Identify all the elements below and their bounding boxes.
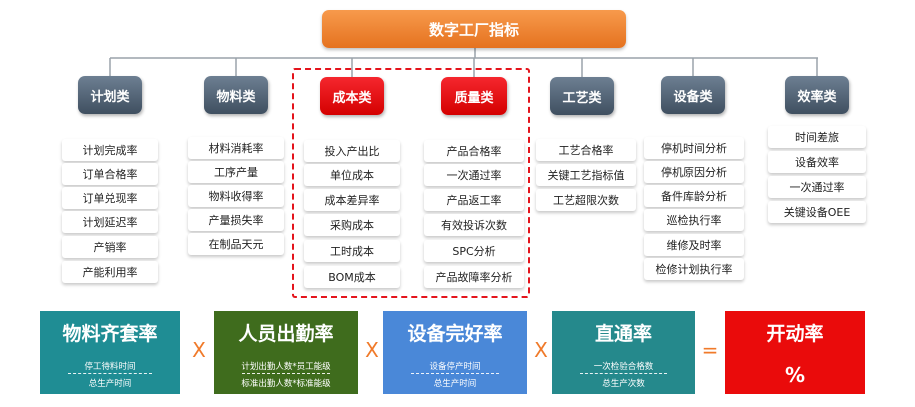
kpi-numerator: 计划出勤人数*员工能级: [241, 362, 331, 372]
equipment-item: 巡检执行率: [644, 209, 744, 231]
equals-operator: =: [701, 338, 719, 362]
process-item: 工艺超限次数: [536, 189, 636, 211]
material-item: 产量损失率: [188, 209, 284, 231]
efficiency-item: 设备效率: [768, 151, 866, 173]
cost-item: 单位成本: [304, 164, 400, 186]
planning-item: 计划延迟率: [62, 211, 158, 233]
cost-item: 投入产出比: [304, 140, 400, 162]
kpi-first-pass-yield: 直通率 一次检验合格数 总生产次数: [552, 311, 695, 394]
category-material: 物料类: [204, 76, 268, 114]
multiply-operator: X: [534, 338, 548, 362]
planning-item: 产能利用率: [62, 261, 158, 283]
material-item: 在制品天元: [188, 233, 284, 255]
digital-factory-title: 数字工厂指标: [322, 10, 626, 48]
cost-item: 工时成本: [304, 240, 400, 262]
cost-item: 采购成本: [304, 214, 400, 236]
fraction-line: [68, 373, 152, 374]
planning-item: 计划完成率: [62, 139, 158, 161]
process-item: 工艺合格率: [536, 139, 636, 161]
cost-item: 成本差异率: [304, 189, 400, 211]
category-quality: 质量类: [441, 77, 507, 115]
fraction-line: [242, 373, 330, 374]
planning-item: 订单合格率: [62, 163, 158, 185]
kpi-denominator: 总生产次数: [602, 379, 645, 389]
equipment-item: 维修及时率: [644, 234, 744, 256]
kpi-title: 人员出勤率: [238, 323, 334, 345]
cost-quality-highlight-frame: [292, 68, 530, 298]
quality-item: 有效投诉次数: [424, 214, 524, 236]
category-equipment: 设备类: [661, 76, 725, 114]
material-item: 物料收得率: [188, 185, 284, 207]
kpi-title: 物料齐套率: [62, 323, 158, 345]
process-item: 关键工艺指标值: [536, 164, 636, 186]
kpi-numerator: 停工待料时间: [84, 362, 136, 372]
category-process: 工艺类: [550, 77, 614, 115]
efficiency-item: 一次通过率: [768, 176, 866, 198]
category-efficiency: 效率类: [785, 76, 849, 114]
material-item: 工序产量: [188, 161, 284, 183]
efficiency-item: 关键设备OEE: [768, 201, 866, 223]
planning-item: 订单兑现率: [62, 187, 158, 209]
kpi-numerator: 设备停产时间: [429, 362, 481, 372]
kpi-operating-rate-result: 开动率 %: [725, 311, 865, 394]
kpi-equipment-intact-rate: 设备完好率 设备停产时间 总生产时间: [383, 311, 527, 394]
kpi-attendance-rate: 人员出勤率 计划出勤人数*员工能级 标准出勤人数*标准能级: [214, 311, 358, 394]
result-title: 开动率: [766, 323, 824, 345]
kpi-material-kitting-rate: 物料齐套率 停工待料时间 总生产时间: [40, 311, 180, 394]
quality-item: 一次通过率: [424, 164, 524, 186]
equipment-item: 停机时间分析: [644, 137, 744, 159]
fraction-line: [411, 373, 499, 374]
material-item: 材料消耗率: [188, 137, 284, 159]
kpi-title: 直通率: [594, 323, 652, 345]
fraction-line: [580, 373, 667, 374]
kpi-denominator: 标准出勤人数*标准能级: [241, 379, 331, 389]
equipment-item: 检修计划执行率: [644, 258, 744, 280]
category-planning: 计划类: [78, 76, 142, 114]
multiply-operator: X: [365, 338, 379, 362]
cost-item: BOM成本: [304, 266, 400, 288]
multiply-operator: X: [192, 338, 206, 362]
kpi-numerator: 一次检验合格数: [593, 362, 654, 372]
result-percent-sign: %: [784, 363, 806, 387]
kpi-title: 设备完好率: [407, 323, 503, 345]
category-cost: 成本类: [320, 77, 384, 115]
kpi-denominator: 总生产时间: [88, 379, 132, 389]
quality-item: 产品故障率分析: [424, 266, 524, 288]
equipment-item: 停机原因分析: [644, 161, 744, 183]
equipment-item: 备件库龄分析: [644, 185, 744, 207]
quality-item: 产品合格率: [424, 140, 524, 162]
quality-item: SPC分析: [424, 240, 524, 262]
efficiency-item: 时间差旅: [768, 126, 866, 148]
quality-item: 产品返工率: [424, 189, 524, 211]
planning-item: 产销率: [62, 236, 158, 258]
kpi-denominator: 总生产时间: [433, 379, 477, 389]
